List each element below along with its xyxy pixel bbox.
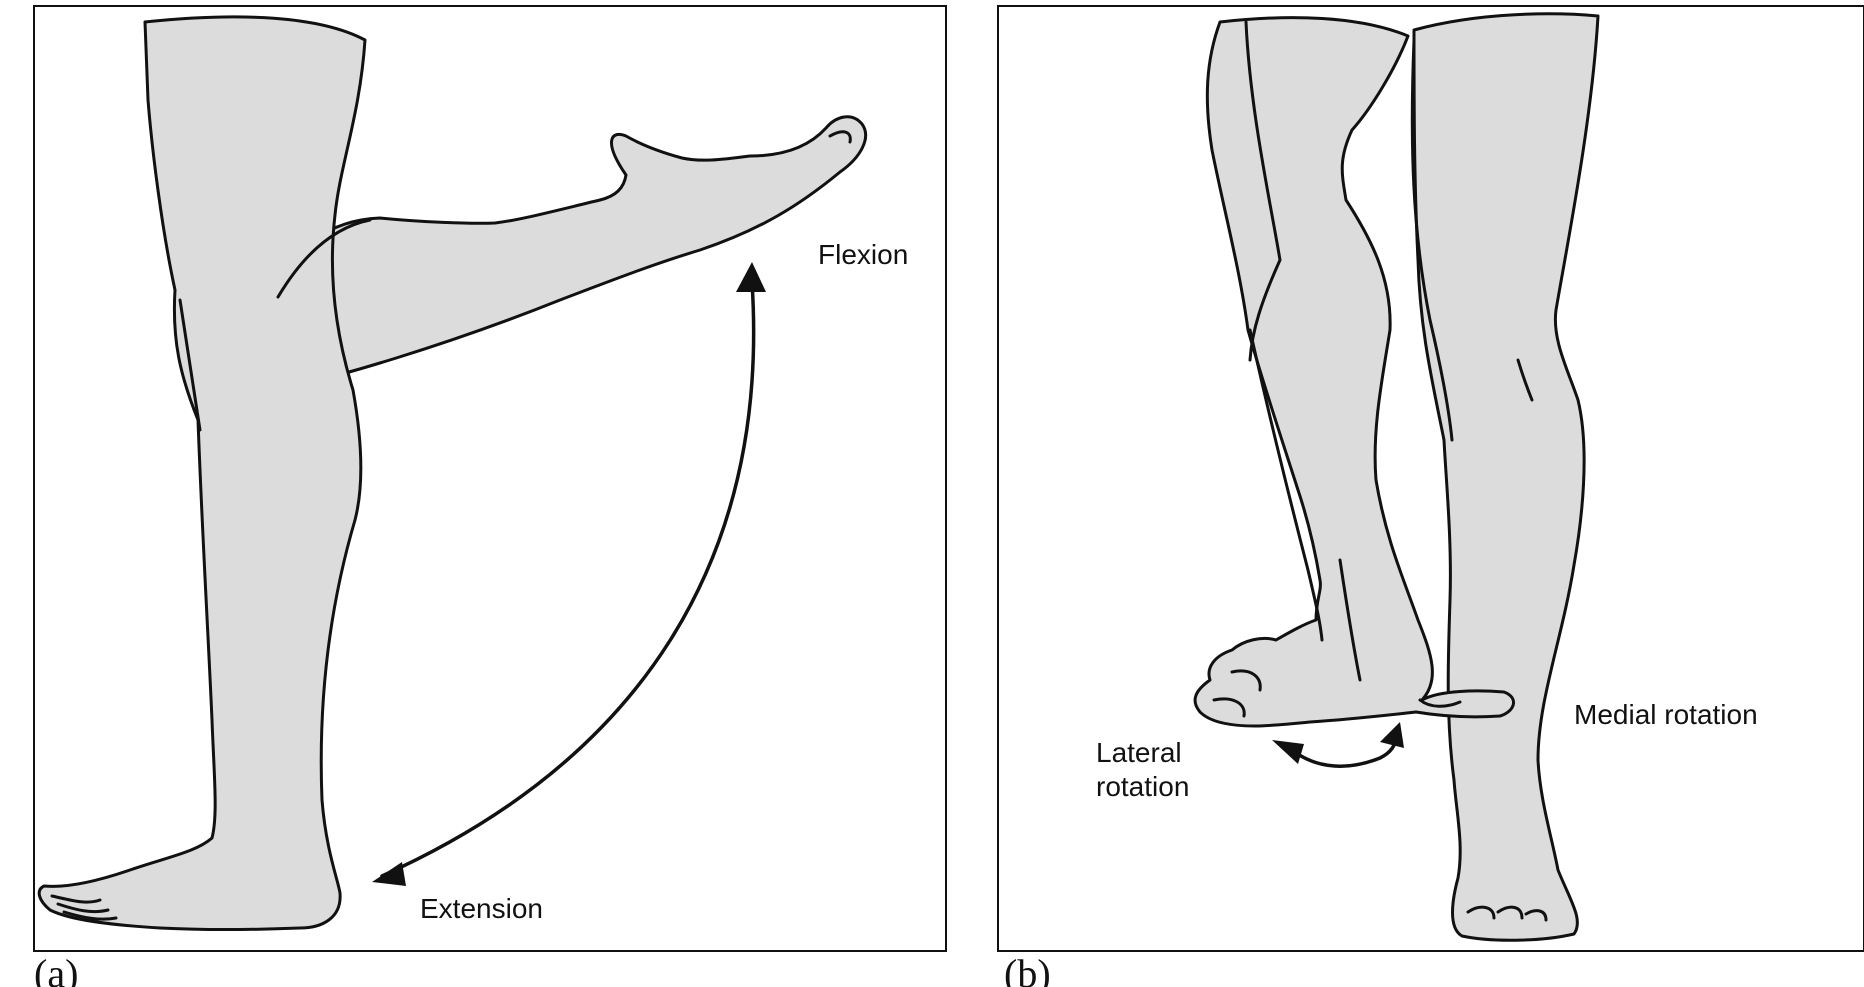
left-leg-inner-line (1244, 20, 1282, 362)
arrowhead-lateral (1272, 740, 1304, 764)
toe-line-3 (62, 910, 118, 921)
panel-b-frame (997, 5, 1864, 952)
standing-leg (37, 15, 367, 931)
left-leg (1193, 16, 1515, 728)
panel-b: Lateral rotation Medial rotation (b) (997, 5, 1864, 987)
label-medial-rotation: Medial rotation (1574, 699, 1758, 730)
right-leg-inner-line (1410, 38, 1454, 442)
knee-line (178, 298, 202, 432)
left-toe-line-3 (1418, 698, 1462, 708)
toe-line-1 (50, 894, 102, 904)
left-ankle-line (1338, 558, 1362, 682)
right-toe-line-1 (1466, 905, 1496, 920)
panel-letter-b: (b) (1004, 951, 1051, 987)
arrowhead-extension (372, 862, 406, 886)
panel-a: Flexion Extension (a) (33, 5, 947, 987)
panel-a-frame (33, 5, 947, 952)
flexion-extension-arrow (380, 280, 756, 878)
knee-crease-line (276, 218, 372, 299)
right-knee-line (1516, 358, 1534, 402)
right-leg (1412, 12, 1600, 942)
label-lateral-line2: rotation (1096, 771, 1189, 802)
left-toe-line-1 (1230, 669, 1262, 692)
label-lateral-line1: Lateral (1096, 737, 1182, 768)
toe-line-4 (828, 130, 852, 144)
left-leg-shin-line (1248, 328, 1324, 642)
rotation-arrow (1290, 734, 1398, 768)
right-toe-line-2 (1496, 905, 1524, 920)
arrowhead-medial (1380, 722, 1404, 748)
panel-letter-a: (a) (34, 951, 78, 987)
label-extension: Extension (420, 893, 543, 924)
label-flexion: Flexion (818, 239, 908, 270)
flexed-lower-leg (173, 115, 868, 400)
toe-line-2 (56, 902, 110, 914)
right-toe-line-3 (1524, 909, 1548, 922)
arrowhead-flexion (736, 262, 766, 292)
left-toe-line-2 (1212, 697, 1246, 718)
